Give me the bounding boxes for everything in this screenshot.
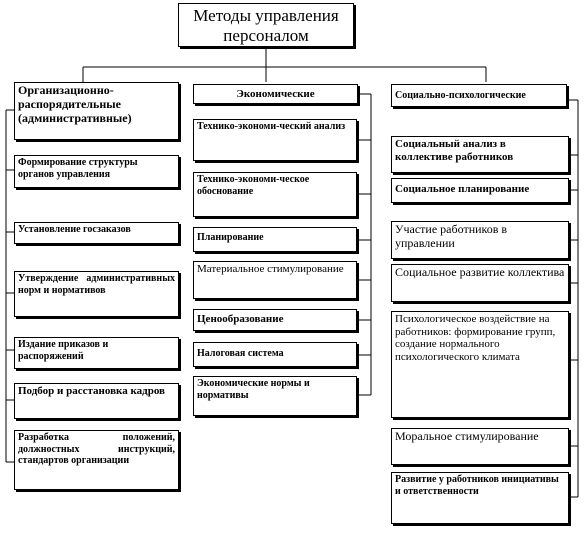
right-column-header: Социально-психологические: [391, 84, 567, 107]
middle-column-header: Экономические: [193, 84, 358, 104]
right-item-5: Психологическое воздействие на работнико…: [391, 311, 569, 418]
left-item-3: Утверждение административных норм и норм…: [14, 271, 179, 317]
right-item-3: Участие работников в управлении: [391, 221, 569, 259]
middle-item-7: Экономические нормы и нормативы: [193, 376, 357, 416]
middle-item-1: Технико-экономи-ческий анализ: [193, 119, 357, 161]
middle-item-5: Ценообразование: [193, 309, 357, 331]
middle-item-4: Материальное стимулирование: [193, 261, 357, 299]
right-item-1: Социальный анализ в коллективе работнико…: [391, 136, 569, 173]
right-item-6: Моральное стимулирование: [391, 428, 569, 465]
middle-item-6: Налоговая система: [193, 342, 357, 367]
left-item-6: Разработка положений, должностных инстру…: [14, 430, 179, 490]
title-box: Методы управления персоналом: [178, 3, 354, 47]
right-item-2: Социальное планирование: [391, 178, 569, 203]
title-line-2: персоналом: [223, 26, 309, 46]
left-item-1: Формирование структуры органов управлени…: [14, 155, 179, 188]
title-line-1: Методы управления: [193, 6, 339, 25]
left-item-4: Издание приказов и распоряжений: [14, 337, 179, 369]
left-item-2: Установление госзаказов: [14, 222, 179, 244]
right-item-7: Развитие у работников инициативы и ответ…: [391, 472, 569, 524]
left-item-5: Подбор и расстановка кадров: [14, 383, 179, 419]
middle-item-2: Технико-экономи-ческое обоснование: [193, 172, 357, 217]
left-column-header: Организационно-распорядительные (админис…: [14, 82, 179, 140]
middle-item-3: Планирование: [193, 227, 357, 252]
right-item-4: Социальное развитие коллектива: [391, 264, 569, 302]
